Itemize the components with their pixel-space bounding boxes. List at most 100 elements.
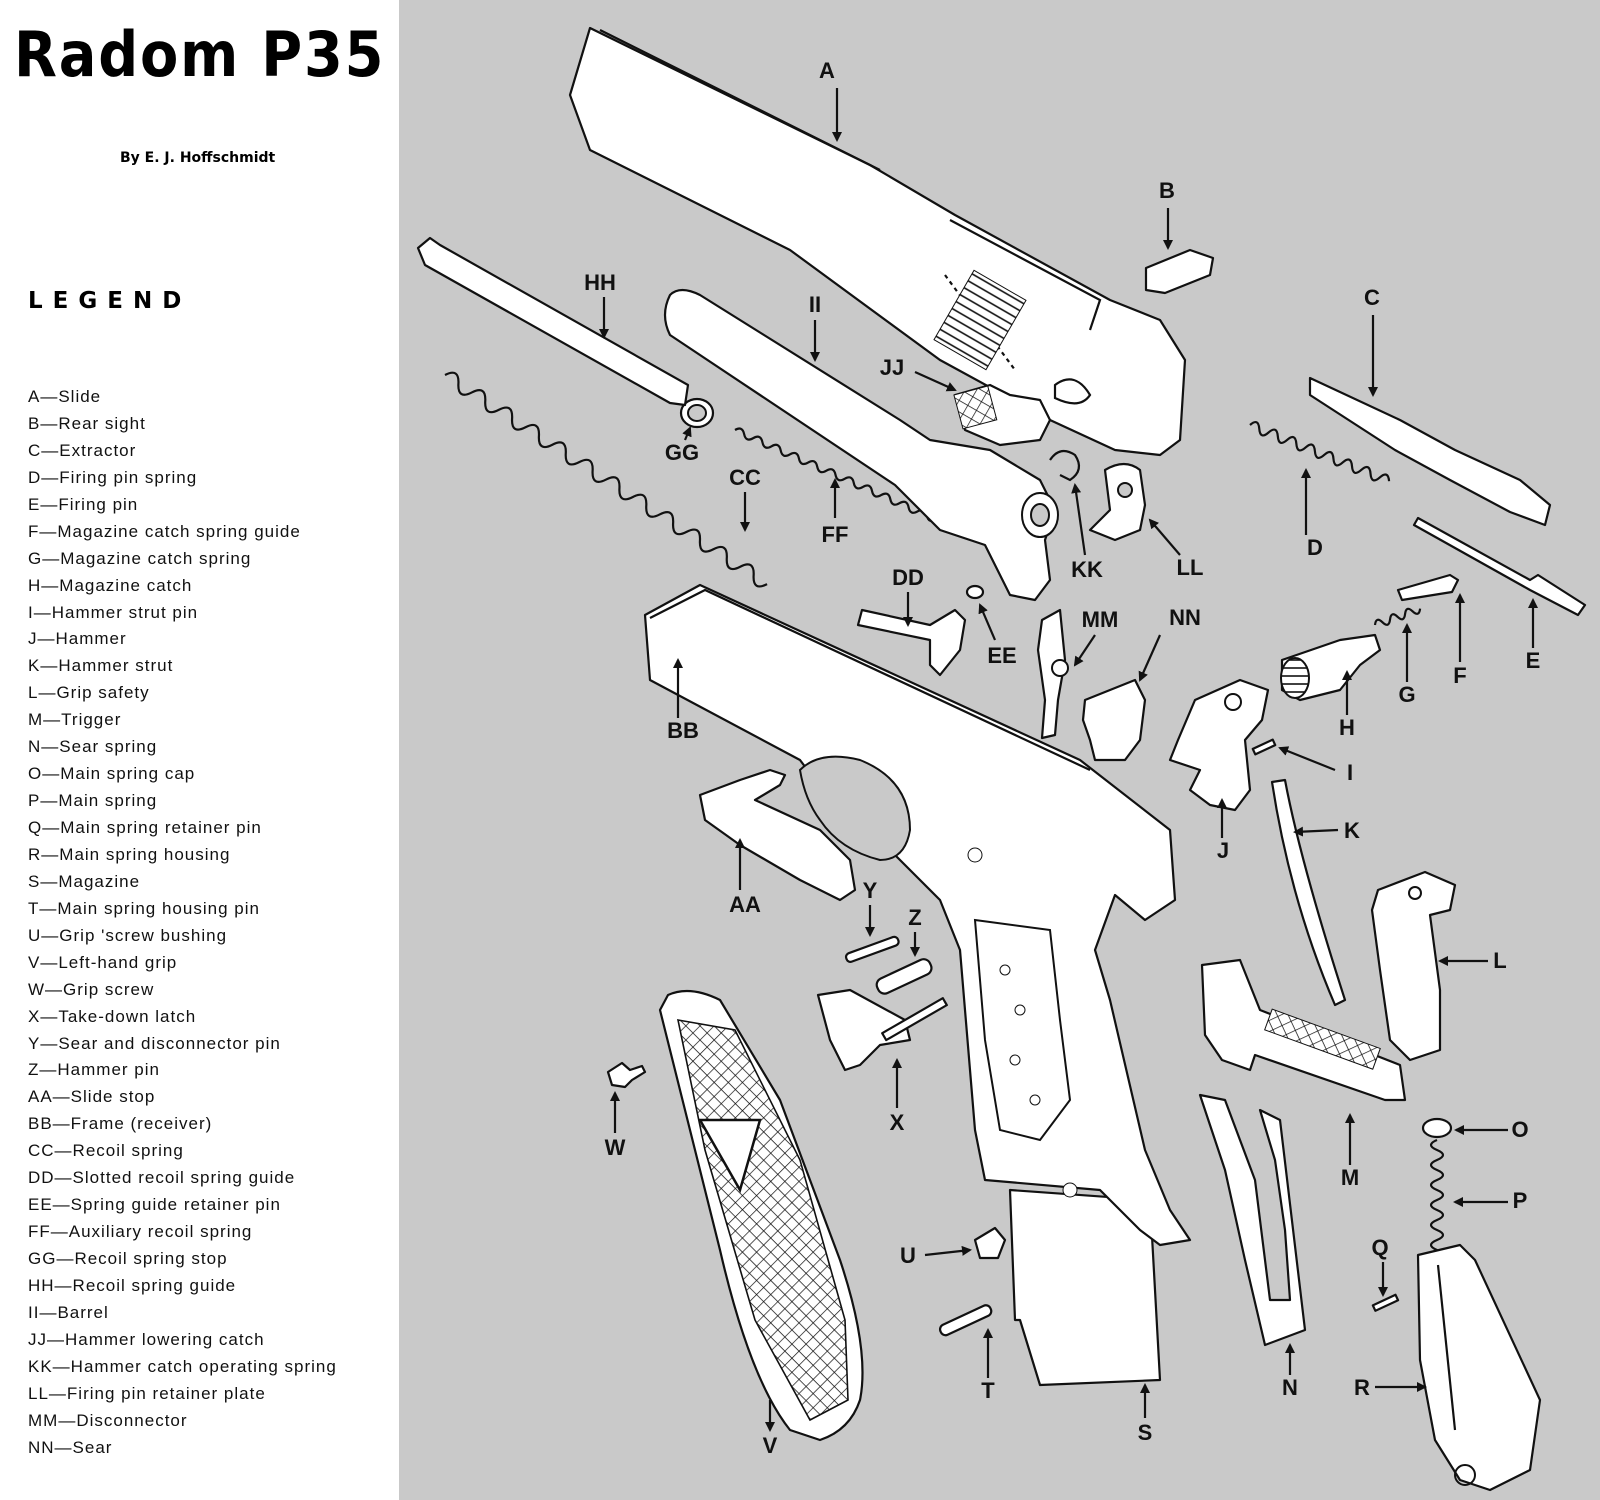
legend-item: M—Trigger [28, 710, 122, 730]
part-auxiliary-recoil-spring [734, 427, 937, 523]
legend-item: II—Barrel [28, 1302, 109, 1322]
label-m: M [1341, 1165, 1359, 1190]
legend-item: MM—Disconnector [28, 1410, 188, 1430]
part-disconnector [1036, 608, 1067, 740]
legend-item: P—Main spring [28, 791, 158, 811]
legend-item: T—Main spring housing pin [28, 898, 260, 918]
part-sear [1081, 678, 1147, 762]
arrow-mm [1073, 634, 1096, 667]
label-a: A [819, 58, 842, 142]
arrow-i [1278, 746, 1336, 772]
label-n: N [1282, 1375, 1298, 1400]
label-s: S [1138, 1420, 1153, 1445]
legend-item: L—Grip safety [28, 683, 150, 703]
part-recoil-spring [444, 371, 768, 588]
legend-item: LL—Firing pin retainer plate [28, 1383, 266, 1403]
legend-item: I—Hammer strut pin [28, 602, 199, 622]
label-l: L [1493, 948, 1506, 973]
legend-item: C—Extractor [28, 440, 137, 460]
part-spring-guide-retainer-pin [965, 584, 985, 600]
legend-item: W—Grip screw [28, 979, 155, 999]
label-bb: BB [667, 718, 699, 743]
legend-item: D—Firing pin spring [28, 467, 198, 487]
arrow-nn [1138, 634, 1162, 682]
part-hammer-strut [1270, 778, 1347, 1007]
label-hh: HH [584, 270, 616, 295]
label-cc: CC [729, 465, 761, 490]
part-take-down-latch [816, 988, 912, 1072]
part-main-spring-housing-pin [938, 1304, 993, 1337]
legend-item: B—Rear sight [28, 413, 146, 433]
arrow-ll [1148, 518, 1181, 556]
label-w: W [605, 1135, 626, 1160]
legend-item: GG—Recoil spring stop [28, 1249, 228, 1268]
label-k: K [1344, 818, 1360, 843]
label-j: J [1217, 838, 1229, 863]
legend-item: DD—Slotted recoil spring guide [28, 1168, 296, 1188]
arrow-gg [682, 426, 692, 441]
part-main-spring [1429, 1138, 1445, 1272]
part-hammer-pin [875, 958, 933, 995]
label-jj: JJ [880, 355, 904, 380]
magazine-catch-grip [1280, 657, 1310, 699]
label-g: G [1398, 682, 1415, 707]
legend-item: Z—Hammer pin [28, 1060, 160, 1080]
legend-item: G—Magazine catch spring [28, 548, 252, 568]
label-r: R [1354, 1375, 1370, 1400]
part-extractor [1308, 376, 1552, 527]
part-firing-pin-spring [1249, 420, 1391, 482]
label-c: C [1364, 285, 1380, 310]
legend-item: K—Hammer strut [28, 656, 174, 676]
part-sear-and-disconnector-pin [844, 935, 900, 963]
label-o: O [1511, 1117, 1528, 1142]
label-nn: NN [1169, 605, 1201, 630]
part-hammer-catch-operating-spring [1049, 449, 1081, 482]
part-main-spring-cap [1421, 1117, 1453, 1139]
label-d: D [1307, 535, 1323, 560]
grip-logo [697, 1118, 762, 1194]
part-firing-pin [1412, 516, 1587, 617]
part-hammer-strut-pin [1251, 738, 1277, 756]
arrow-k [1293, 826, 1339, 837]
legend-item: H—Magazine catch [28, 575, 193, 595]
legend-item: FF—Auxiliary recoil spring [28, 1222, 253, 1242]
label-h: H [1339, 715, 1355, 740]
arrow-u [924, 1245, 972, 1257]
legend-item: Y—Sear and disconnector pin [28, 1033, 281, 1053]
label-dd: DD [892, 565, 924, 590]
legend-item: HH—Recoil spring guide [28, 1275, 237, 1295]
part-firing-pin-retainer-plate [1088, 462, 1147, 542]
part-hammer [1168, 678, 1270, 812]
legend-item: Q—Main spring retainer pin [28, 818, 262, 837]
label-u: U [900, 1243, 916, 1268]
label-e: E [1526, 648, 1541, 673]
diagram-canvas: A B C D E F G H I J K L M [416, 26, 1587, 1492]
label-i: I [1347, 760, 1353, 785]
legend-item: NN—Sear [28, 1437, 113, 1457]
label-ff: FF [822, 522, 849, 547]
label-q: Q [1371, 1235, 1388, 1260]
label-ll: LL [1177, 555, 1204, 580]
legend-item: U—Grip 'screw bushing [28, 925, 228, 945]
part-grip-safety [1370, 870, 1457, 1062]
arrow-jj [914, 370, 957, 392]
legend-item: EE—Spring guide retainer pin [28, 1195, 281, 1215]
label-gg: GG [665, 440, 699, 465]
part-magazine-catch-spring-guide [1396, 573, 1460, 602]
exploded-view-diagram: A B C D E F G H I J K L M [399, 0, 1600, 1500]
part-barrel [663, 288, 1059, 602]
svg-text:A: A [819, 58, 835, 83]
part-main-spring-housing [1416, 1243, 1542, 1492]
label-z: Z [908, 905, 921, 930]
label-ii: II [809, 292, 821, 317]
legend-item: V—Left-hand grip [28, 952, 178, 972]
legend-item: JJ—Hammer lowering catch [28, 1329, 265, 1349]
legend-item: CC—Recoil spring [28, 1141, 184, 1161]
legend-panel: Radom P35 By E. J. Hoffschmidt LEGEND A—… [0, 0, 399, 1500]
legend-item: AA—Slide stop [28, 1087, 156, 1107]
arrow-kk [1071, 483, 1087, 556]
part-sear-spring [1198, 1093, 1307, 1347]
label-y: Y [863, 878, 878, 903]
legend-item: N—Sear spring [28, 737, 158, 757]
legend-list: A—Slide B—Rear sight C—Extractor D—Firin… [28, 384, 337, 1462]
